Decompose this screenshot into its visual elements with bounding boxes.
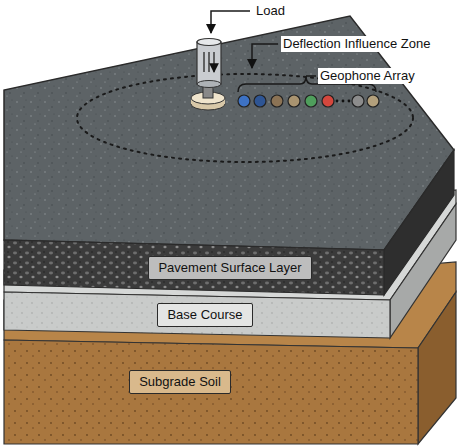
leader-line — [211, 11, 250, 33]
callout-label: Load — [254, 3, 287, 19]
callout-label: Deflection Influence Zone — [281, 36, 432, 52]
influence-zone — [77, 74, 413, 162]
pavement-slab — [4, 16, 454, 295]
layer-label: Subgrade Soil — [129, 370, 231, 394]
leader-line — [252, 44, 278, 68]
load-device — [191, 39, 225, 111]
callout-label: Geophone Array — [318, 68, 417, 84]
geophone-array — [238, 95, 379, 107]
leader-line — [306, 75, 316, 77]
layer-name: Base Course — [167, 307, 242, 323]
layer-name: Subgrade Soil — [139, 374, 221, 390]
layer-label: Base Course — [157, 303, 252, 327]
layer-label: Pavement Surface Layer — [148, 256, 311, 280]
layer-name: Pavement Surface Layer — [158, 260, 301, 276]
